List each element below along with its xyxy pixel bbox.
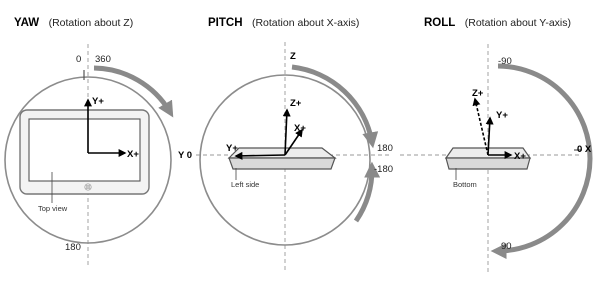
pitch-panel: PITCH (Rotation about X-axis) Z Y 0 180 … xyxy=(178,13,393,270)
yaw-label-180: 180 xyxy=(65,242,81,253)
pitch-axis-x-label: X+ xyxy=(294,123,306,134)
yaw-caption: Top view xyxy=(38,204,68,213)
pitch-label-neg180: -180 xyxy=(374,164,393,175)
svg-text:PITCH (Rotation about X-: PITCH (Rotation about X-axis) xyxy=(208,13,359,30)
pitch-label-y0: Y 0 xyxy=(178,150,192,161)
yaw-rotation-circle xyxy=(4,76,172,244)
pitch-axis-z-label: Z+ xyxy=(290,98,302,109)
yaw-subtitle: (Rotation about Z) xyxy=(49,17,134,29)
yaw-tablet-screen xyxy=(28,118,141,182)
roll-axis-y-label: Y+ xyxy=(496,110,508,121)
yaw-axis-x-label: X+ xyxy=(127,149,139,160)
pitch-rotation-arrow-ccw xyxy=(353,161,381,223)
windows-logo-icon xyxy=(84,183,92,191)
yaw-label-0: 0 xyxy=(76,54,81,65)
svg-text:YAW (Rotation about Z): YAW (Rotation about Z) xyxy=(14,13,133,30)
pitch-x-axis-arrow xyxy=(284,128,303,156)
yaw-label-360: 360 xyxy=(95,54,111,65)
roll-rotation-arc xyxy=(490,63,593,260)
roll-axis-x-label: X+ xyxy=(514,151,526,162)
roll-panel: ROLL (Rotation about Y-axis) -90 90 0 X … xyxy=(400,13,593,272)
roll-caption: Bottom xyxy=(453,180,477,189)
pitch-y-axis-arrow xyxy=(234,151,286,160)
roll-label-90: 90 xyxy=(501,241,512,252)
roll-axis-z-label: Z+ xyxy=(472,88,484,99)
pitch-rotation-circle xyxy=(199,74,371,246)
yaw-title: YAW xyxy=(14,17,39,29)
roll-label-0x: 0 X xyxy=(577,144,592,155)
roll-title: ROLL xyxy=(424,17,455,29)
roll-z-axis-arrow xyxy=(472,97,489,156)
pitch-caption: Left side xyxy=(231,180,259,189)
pitch-subtitle: (Rotation about X-axis) xyxy=(252,17,359,29)
pitch-rotation-arrow-cw xyxy=(291,64,379,149)
pitch-label-180: 180 xyxy=(377,143,393,154)
roll-tablet-edge xyxy=(445,157,531,170)
pitch-tablet-edge xyxy=(228,157,336,170)
pitch-z-axis-arrow xyxy=(282,108,291,156)
pitch-title: PITCH xyxy=(208,17,243,29)
pitch-label-z: Z xyxy=(290,51,296,62)
yaw-rotation-arrow xyxy=(93,65,174,118)
roll-y-axis-arrow xyxy=(485,116,494,156)
pitch-axis-y-label: Y+ xyxy=(226,143,238,154)
yaw-axis-y-label: Y+ xyxy=(92,96,104,107)
svg-text:ROLL (Rotation about Y-a: ROLL (Rotation about Y-axis) xyxy=(424,13,571,30)
roll-subtitle: (Rotation about Y-axis) xyxy=(465,17,571,29)
roll-label-neg90: -90 xyxy=(498,56,512,67)
yaw-panel: YAW (Rotation about Z) 0 360 180 Y+ X+ xyxy=(4,13,174,268)
